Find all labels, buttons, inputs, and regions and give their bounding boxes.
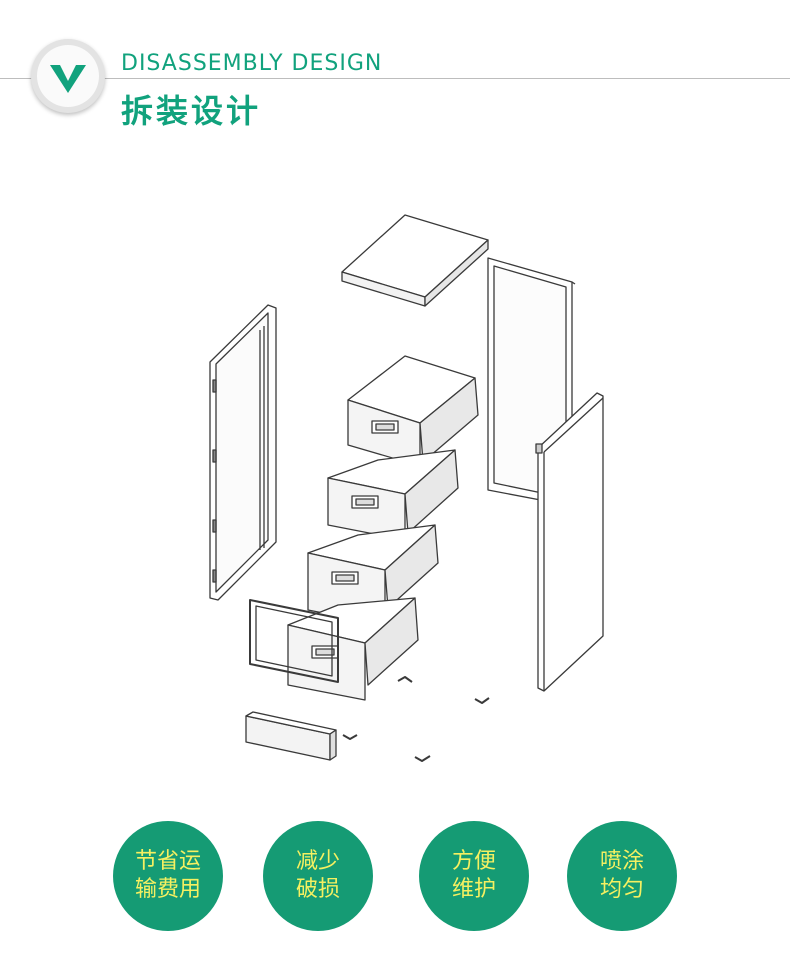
feature-line: 方便 [451, 849, 496, 874]
feature-line: 节省运 [134, 849, 201, 874]
feature-line: 喷涂 [599, 849, 644, 874]
feature-line: 减少 [295, 849, 340, 874]
feature-reduce-damage: 减少 破损 [263, 821, 373, 931]
right-side-panel [535, 392, 604, 692]
cabinet-exploded-drawing [209, 214, 604, 762]
drawer-1 [347, 355, 479, 467]
header-badge [31, 39, 105, 113]
feature-line: 输费用 [134, 877, 201, 902]
feature-line: 均匀 [599, 877, 644, 902]
section-title-cn: 拆装设计 [121, 92, 262, 130]
feature-easy-maintenance: 方便 维护 [419, 821, 529, 931]
feature-even-coating: 喷涂 均匀 [567, 821, 677, 931]
left-side-panel [209, 304, 277, 601]
brackets [342, 676, 490, 762]
drawer-2 [327, 449, 459, 541]
base-rail [245, 711, 337, 761]
feature-save-shipping: 节省运 输费用 [113, 821, 223, 931]
header-divider [0, 78, 790, 79]
section-title-en: DISASSEMBLY DESIGN [121, 51, 383, 76]
chevron-check-icon [50, 65, 86, 93]
top-panel [341, 214, 489, 307]
drawer-4 [249, 597, 419, 701]
feature-line: 破损 [295, 877, 340, 902]
feature-line: 维护 [451, 877, 496, 902]
drawer-3 [307, 524, 439, 626]
